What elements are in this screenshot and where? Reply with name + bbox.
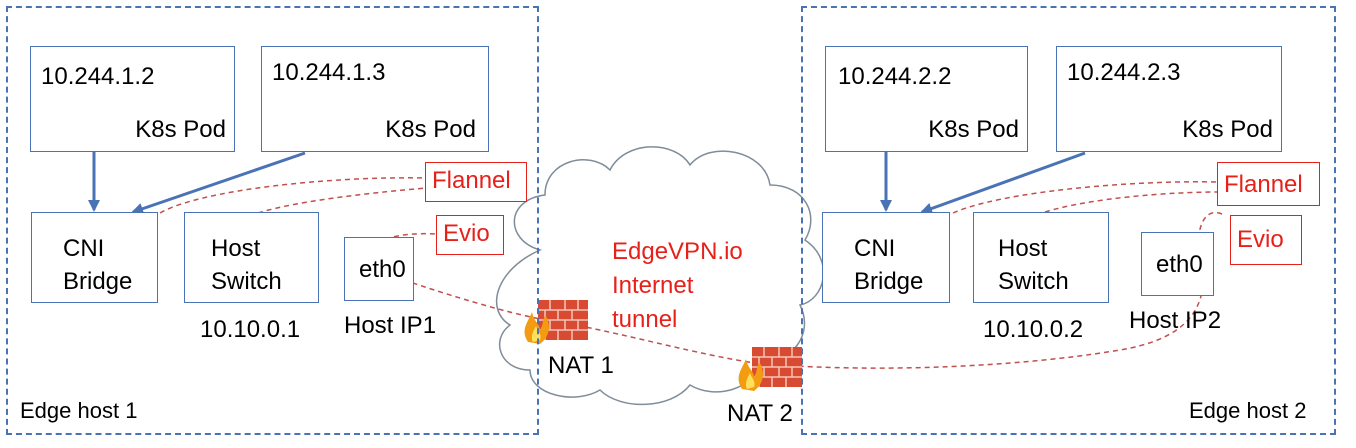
switch-line1: Host bbox=[211, 235, 261, 262]
host-switch-host2[interactable]: Host Switch bbox=[973, 212, 1109, 303]
pod-ip: 10.244.2.2 bbox=[838, 63, 952, 90]
flannel-tag-host2: Flannel bbox=[1217, 162, 1320, 206]
cni-bridge-host1[interactable]: CNI Bridge bbox=[31, 212, 158, 303]
k8s-pod-10-244-2-2[interactable]: 10.244.2.2 K8s Pod bbox=[825, 46, 1028, 152]
cloud-line1: EdgeVPN.io bbox=[612, 238, 743, 265]
cni-line2: Bridge bbox=[854, 268, 924, 295]
nat1-label: NAT 1 bbox=[548, 352, 614, 379]
cni-line1: CNI bbox=[854, 235, 896, 262]
switch-line1: Host bbox=[998, 235, 1048, 262]
edge-host-1 bbox=[6, 6, 539, 435]
evio-tag-host2: Evio bbox=[1230, 215, 1302, 265]
cni-line2: Bridge bbox=[63, 268, 133, 295]
pod-ip: 10.244.1.3 bbox=[272, 59, 386, 86]
switch-line2: Switch bbox=[998, 268, 1069, 295]
pod4-to-cni-arrow bbox=[920, 151, 1086, 215]
eth0-host2[interactable]: eth0 bbox=[1141, 232, 1214, 296]
evio-tag-host1: Evio bbox=[436, 215, 504, 255]
flannel-line-host1 bbox=[159, 177, 427, 214]
cloud-line3: tunnel bbox=[612, 306, 678, 333]
pod-ip: 10.244.1.2 bbox=[41, 63, 155, 90]
host-ip2-label: Host IP2 bbox=[1129, 307, 1222, 334]
edge-host-2-label: Edge host 2 bbox=[1189, 398, 1307, 423]
nat2-label: NAT 2 bbox=[727, 400, 793, 427]
cloud-line2: Internet bbox=[612, 272, 694, 299]
nat1-firewall-icon bbox=[524, 300, 588, 344]
pod-label: K8s Pod bbox=[385, 116, 476, 143]
pod-label: K8s Pod bbox=[135, 116, 226, 143]
k8s-pod-10-244-1-3[interactable]: 10.244.1.3 K8s Pod bbox=[261, 46, 489, 152]
eth-label: eth0 bbox=[1156, 251, 1203, 278]
pod-label: K8s Pod bbox=[928, 116, 1019, 143]
switch-line2: Switch bbox=[211, 268, 282, 295]
eth-label: eth0 bbox=[359, 256, 406, 283]
edge-host-2 bbox=[801, 6, 1336, 435]
flannel-line-host2 bbox=[952, 181, 1218, 214]
host-switch-host1[interactable]: Host Switch bbox=[184, 212, 319, 303]
nat2-firewall-icon bbox=[738, 347, 802, 391]
internet-cloud bbox=[495, 146, 825, 406]
flannel-line-switch-host2 bbox=[1044, 191, 1218, 213]
pod-ip: 10.244.2.3 bbox=[1067, 59, 1181, 86]
pod-label: K8s Pod bbox=[1182, 116, 1273, 143]
eth0-host1[interactable]: eth0 bbox=[344, 237, 414, 301]
cni-line1: CNI bbox=[63, 235, 105, 262]
edge-host-1-label: Edge host 1 bbox=[20, 398, 138, 423]
tunnel-line bbox=[369, 262, 1204, 369]
cni-bridge-host2[interactable]: CNI Bridge bbox=[822, 212, 950, 303]
host-switch-ip-host1: 10.10.0.1 bbox=[200, 316, 301, 343]
host-ip1-label: Host IP1 bbox=[344, 312, 437, 339]
pod2-to-cni-arrow bbox=[131, 151, 306, 215]
flannel-line-switch-host1 bbox=[257, 187, 427, 214]
k8s-pod-10-244-1-2[interactable]: 10.244.1.2 K8s Pod bbox=[30, 46, 235, 152]
host-switch-ip-host2: 10.10.0.2 bbox=[983, 316, 1084, 343]
flannel-tag-host1: Flannel bbox=[425, 162, 527, 202]
k8s-pod-10-244-2-3[interactable]: 10.244.2.3 K8s Pod bbox=[1056, 46, 1282, 152]
